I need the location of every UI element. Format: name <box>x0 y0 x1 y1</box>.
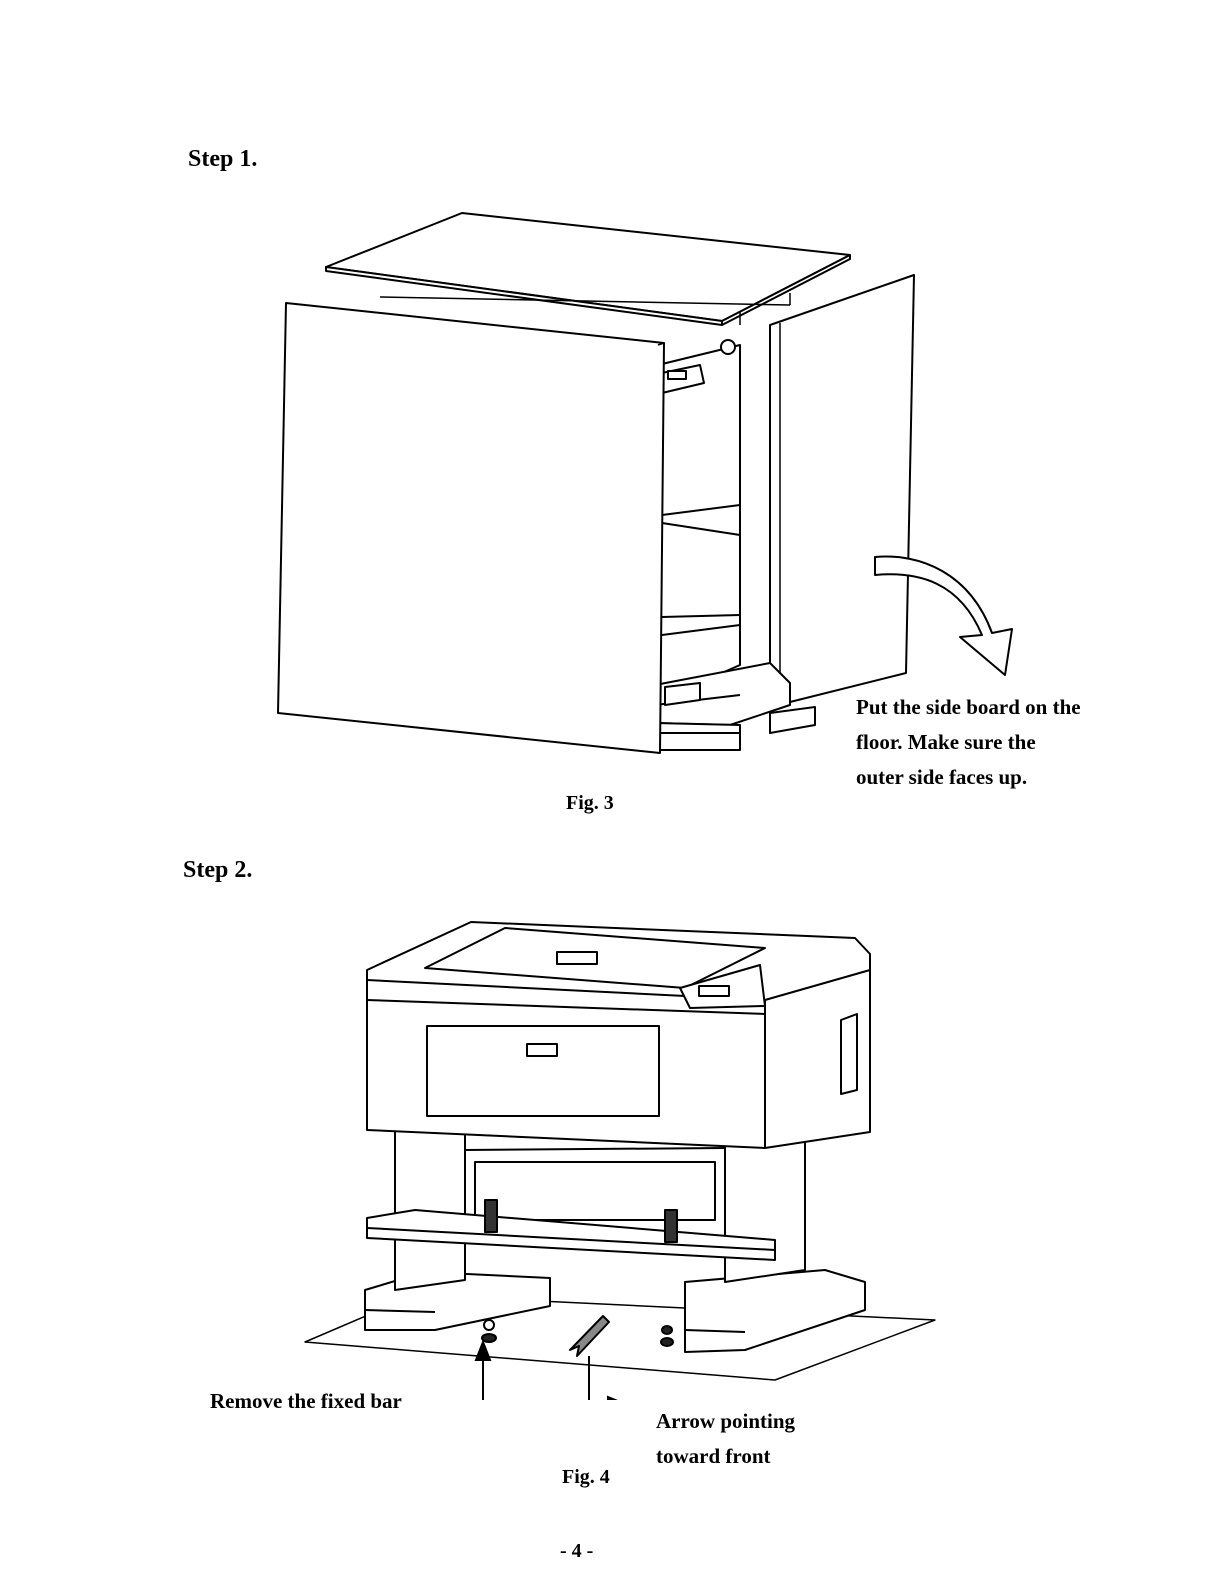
page-number: - 4 - <box>560 1540 594 1562</box>
curved-arrow <box>874 555 1013 676</box>
step1-note: Put the side board on the floor. Make su… <box>856 690 1156 795</box>
figure-3-caption: Fig. 3 <box>566 792 614 814</box>
step1-note-line-2: floor. Make sure the <box>856 730 1036 754</box>
step1-heading: Step 1. <box>188 146 258 172</box>
step1-note-line-1: Put the side board on the <box>856 695 1081 719</box>
figure-4-caption: Fig. 4 <box>562 1466 610 1488</box>
label-arrow-pointing: Arrow pointing toward front <box>656 1404 876 1474</box>
figure-3-crate-illustration <box>270 205 1030 765</box>
figure-4-machine-illustration <box>295 910 945 1400</box>
machine-drawing <box>304 921 936 1400</box>
crate-drawing <box>277 212 1013 754</box>
step1-note-line-3: outer side faces up. <box>856 765 1028 789</box>
label-arrow-line-2: toward front <box>656 1444 771 1468</box>
front-side-board <box>277 302 665 754</box>
label-arrow-line-1: Arrow pointing <box>656 1409 796 1433</box>
step2-heading: Step 2. <box>183 857 253 883</box>
right-side-board <box>769 274 915 708</box>
label-remove-fixed-bar: Remove the fixed bar <box>210 1389 402 1413</box>
